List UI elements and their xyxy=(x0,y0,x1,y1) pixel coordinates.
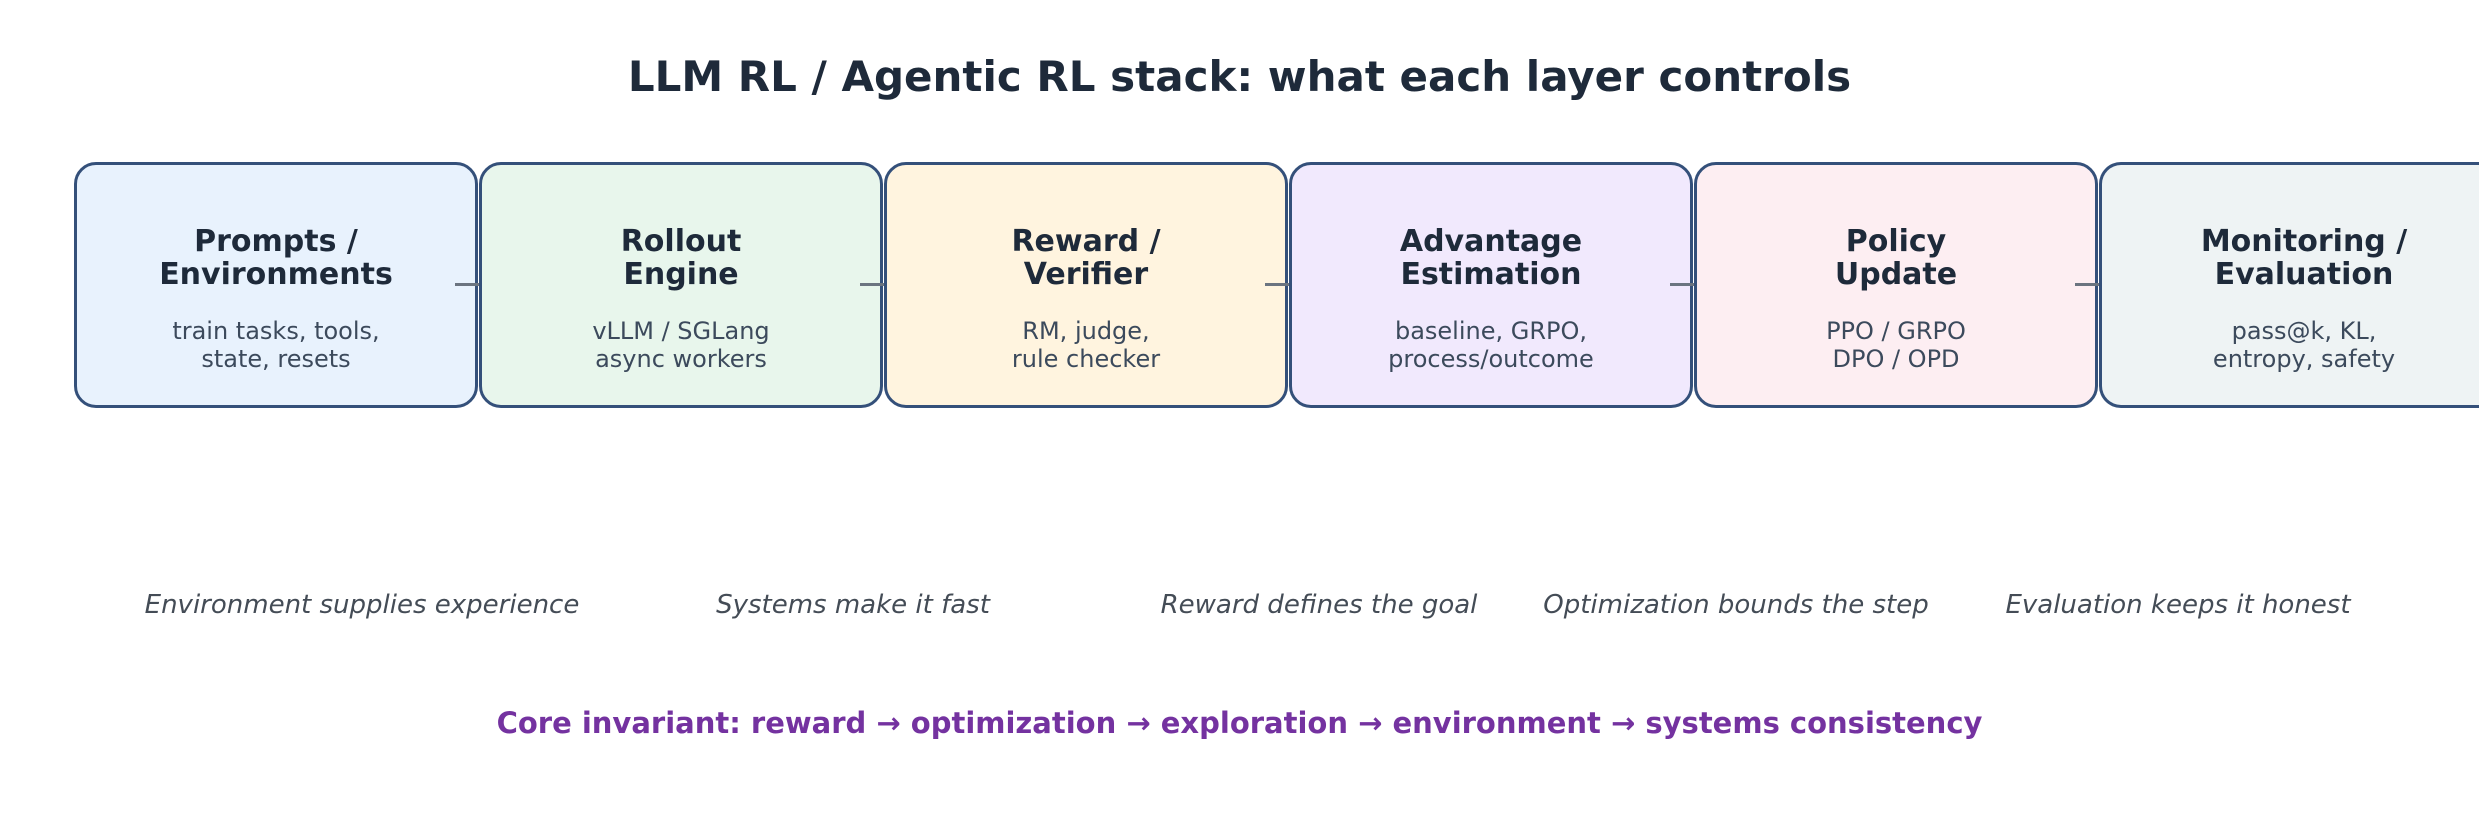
node-policy-update: Policy Update PPO / GRPO DPO / OPD xyxy=(1694,162,2098,408)
caption-optimization: Optimization bounds the step xyxy=(1543,590,1929,620)
diagram-title: LLM RL / Agentic RL stack: what each lay… xyxy=(627,52,1852,101)
caption-environment: Environment supplies experience xyxy=(144,590,580,620)
connector xyxy=(860,283,886,286)
node-title: Policy Update xyxy=(1834,224,1958,292)
node-advantage-estimation: Advantage Estimation baseline, GRPO, pro… xyxy=(1289,162,1693,408)
node-title: Rollout Engine xyxy=(620,224,742,292)
node-subtitle: pass@k, KL, entropy, safety xyxy=(2212,317,2396,373)
node-title: Advantage Estimation xyxy=(1399,224,1583,292)
node-title: Monitoring / Evaluation xyxy=(2200,224,2408,292)
node-rollout-engine: Rollout Engine vLLM / SGLang async worke… xyxy=(479,162,883,408)
node-reward-verifier: Reward / Verifier RM, judge, rule checke… xyxy=(884,162,1288,408)
node-title: Reward / Verifier xyxy=(1011,224,1161,292)
connector xyxy=(455,283,481,286)
node-subtitle: train tasks, tools, state, resets xyxy=(172,317,380,373)
connector xyxy=(2075,283,2101,286)
node-subtitle: PPO / GRPO DPO / OPD xyxy=(1826,317,1966,373)
node-prompts-environments: Prompts / Environments train tasks, tool… xyxy=(74,162,478,408)
caption-evaluation: Evaluation keeps it honest xyxy=(2005,590,2351,620)
caption-reward: Reward defines the goal xyxy=(1160,590,1478,620)
connector xyxy=(1265,283,1291,286)
connector xyxy=(1670,283,1696,286)
node-title: Prompts / Environments xyxy=(159,224,393,292)
caption-systems: Systems make it fast xyxy=(716,590,990,620)
node-subtitle: baseline, GRPO, process/outcome xyxy=(1388,317,1594,373)
core-invariant-footer: Core invariant: reward → optimization → … xyxy=(496,706,1983,740)
node-subtitle: RM, judge, rule checker xyxy=(1011,317,1161,373)
node-subtitle: vLLM / SGLang async workers xyxy=(592,317,770,373)
node-monitoring-evaluation: Monitoring / Evaluation pass@k, KL, entr… xyxy=(2099,162,2479,408)
